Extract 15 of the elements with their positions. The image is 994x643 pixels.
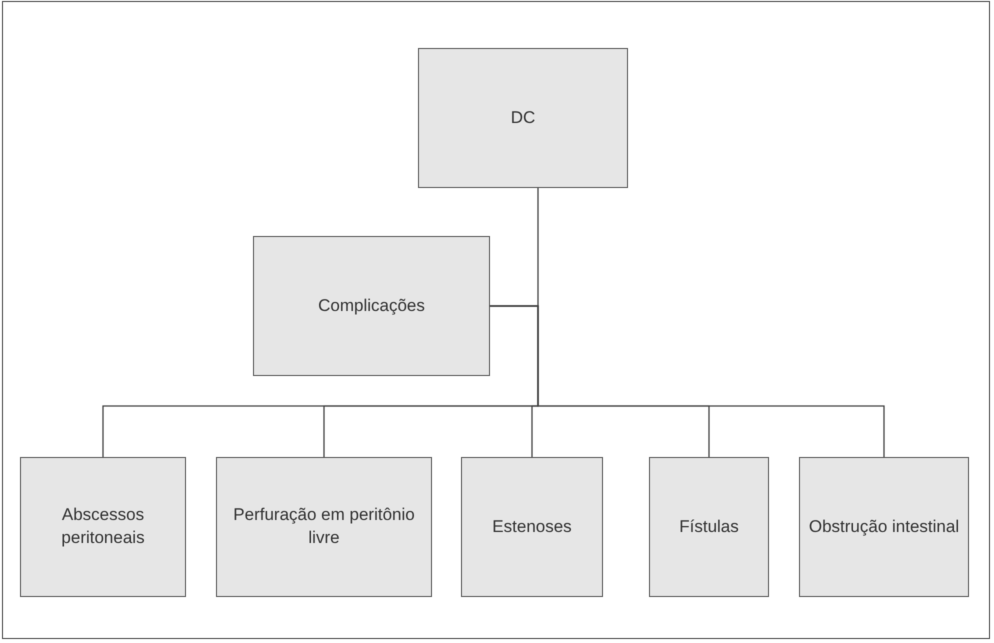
item-box [216,457,432,597]
item-box [461,457,603,597]
node-label: Obstrução intestinal [808,516,960,538]
connector-line [490,305,885,457]
node-label: Abscessos peritoneais [60,504,146,549]
node-label: Complicações [318,294,425,317]
node-label: DC [510,106,536,129]
item-box [20,457,186,597]
root-box [418,48,628,188]
item-box [799,457,969,597]
node-label: Fístulas [679,516,739,538]
node-label: Estenoses [492,516,572,538]
item-box [649,457,769,597]
category-box [253,236,490,376]
node-label: Perfuração em peritônio livre [232,504,416,549]
